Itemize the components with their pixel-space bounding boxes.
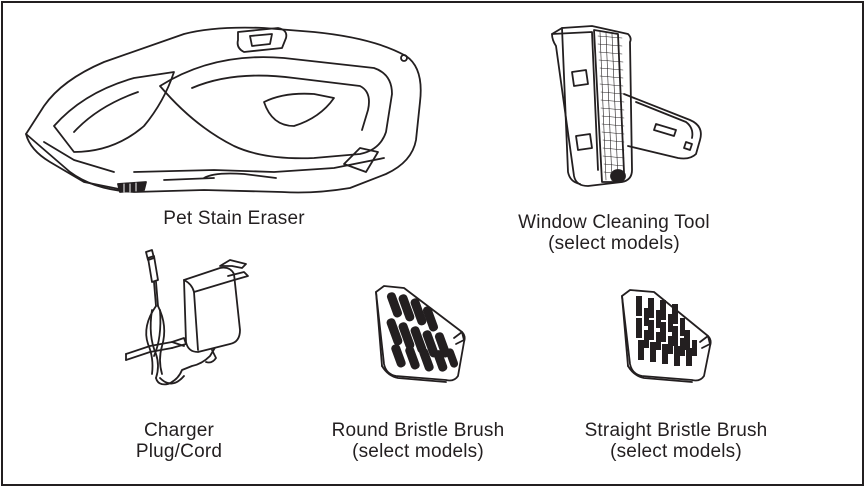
caption-line: Straight Bristle Brush xyxy=(584,420,768,441)
caption-straight-bristle-brush: Straight Bristle Brush (select models) xyxy=(560,420,792,462)
straight-bristle-brush-illustration xyxy=(614,284,718,384)
caption-line: Charger xyxy=(143,420,215,441)
handheld-cleaner-illustration xyxy=(14,22,434,200)
caption-line: Plug/Cord xyxy=(135,441,223,462)
caption-pet-stain-eraser: Pet Stain Eraser xyxy=(134,208,334,229)
caption-round-bristle-brush: Round Bristle Brush (select models) xyxy=(308,420,528,462)
caption-line: (select models) xyxy=(610,441,742,462)
caption-window-cleaning-tool: Window Cleaning Tool (select models) xyxy=(494,212,734,254)
caption-line: Window Cleaning Tool xyxy=(518,212,710,233)
caption-line: (select models) xyxy=(548,233,680,254)
caption-line: Round Bristle Brush xyxy=(331,420,505,441)
window-squeegee-tool-illustration xyxy=(540,24,710,196)
caption-line: Pet Stain Eraser xyxy=(163,208,305,229)
caption-charger: Charger Plug/Cord xyxy=(94,420,264,462)
round-bristle-brush-illustration xyxy=(368,282,472,384)
charger-plug-cord-illustration xyxy=(112,246,260,396)
caption-line: (select models) xyxy=(352,441,484,462)
